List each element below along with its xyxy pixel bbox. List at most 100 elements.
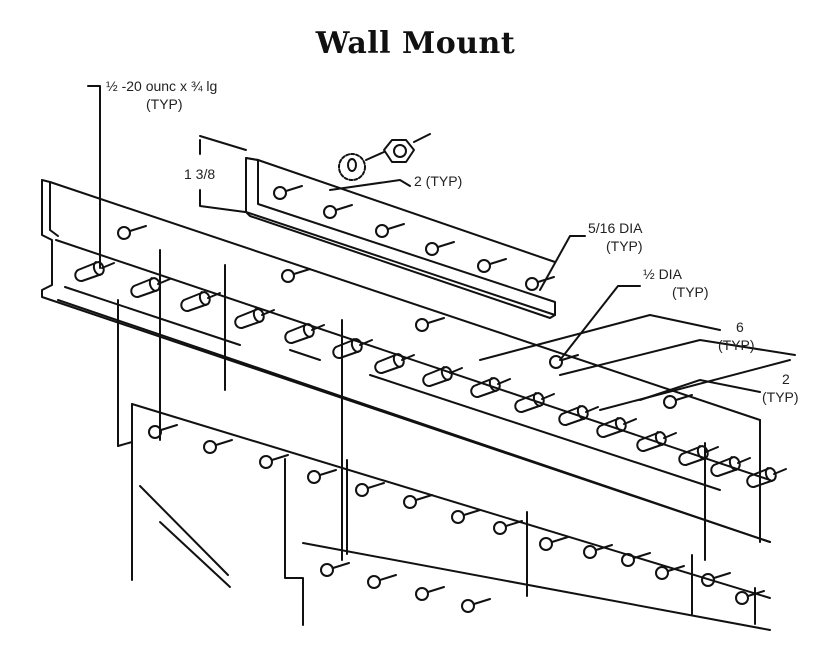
mounting-hole-icon bbox=[425, 242, 439, 256]
threaded-stud-icon bbox=[374, 353, 405, 375]
threaded-stud-icon bbox=[558, 405, 589, 427]
hole-leader-line bbox=[319, 469, 337, 476]
mounting-hole-icon bbox=[117, 226, 131, 240]
mounting-hole-icon bbox=[307, 470, 321, 484]
hole-leader-line bbox=[379, 574, 397, 581]
threaded-stud-icon bbox=[678, 445, 709, 467]
mounting-hole-icon bbox=[525, 277, 539, 291]
hole-leader-line bbox=[473, 598, 491, 605]
upper-angle-bracket bbox=[245, 157, 556, 319]
threaded-stud-icon bbox=[130, 277, 161, 299]
hole-516-label: 5/16 DIA bbox=[588, 220, 643, 236]
hole-leader-line bbox=[437, 241, 455, 248]
hole-leader-line bbox=[537, 276, 555, 283]
hole-leader-line bbox=[271, 454, 289, 461]
stud-leader-line bbox=[261, 309, 275, 316]
stud-leader-line bbox=[157, 278, 171, 285]
mounting-hole-icon bbox=[735, 591, 749, 605]
stud-leader-line bbox=[623, 418, 637, 425]
hole-leader-line bbox=[595, 544, 613, 551]
mounting-hole-icon bbox=[323, 205, 337, 219]
studs-group bbox=[74, 261, 787, 489]
hole-leader-line bbox=[293, 268, 311, 275]
hole-leader-line bbox=[387, 223, 405, 230]
threaded-stud-icon bbox=[180, 291, 211, 313]
threaded-stud-icon bbox=[74, 261, 105, 283]
hole-leader-line bbox=[285, 185, 303, 192]
stud-leader-line bbox=[359, 339, 373, 346]
threaded-stud-icon bbox=[470, 377, 501, 399]
mounting-hole-icon bbox=[493, 521, 507, 535]
stud-leader-line bbox=[705, 446, 719, 453]
hole-leader-line bbox=[505, 520, 523, 527]
spacing-6-typ-label: (TYP) bbox=[718, 337, 755, 353]
mounting-hole-icon bbox=[621, 553, 635, 567]
hole-leader-line bbox=[463, 509, 481, 516]
mounting-hole-icon bbox=[148, 425, 162, 439]
threaded-stud-icon bbox=[284, 323, 315, 345]
mounting-hole-icon bbox=[281, 269, 295, 283]
mounting-hole-icon bbox=[539, 537, 553, 551]
hole-leader-line bbox=[332, 562, 350, 569]
lock-washer-icon bbox=[338, 153, 366, 181]
hex-nut-icon bbox=[365, 133, 431, 163]
mounting-hole-icon bbox=[701, 573, 715, 587]
stud-leader-line bbox=[311, 324, 325, 331]
threaded-stud-icon bbox=[596, 417, 627, 439]
stud-leader-line bbox=[585, 406, 599, 413]
hole-leader-line bbox=[489, 258, 507, 265]
stud-leader-line bbox=[101, 262, 115, 269]
hole-leader-line bbox=[427, 317, 445, 324]
mounting-hole-icon bbox=[415, 587, 429, 601]
threaded-stud-icon bbox=[710, 456, 741, 478]
mounting-hole-icon bbox=[461, 599, 475, 613]
threaded-stud-icon bbox=[234, 308, 265, 330]
spacing-6-label: 6 bbox=[736, 319, 744, 335]
threaded-stud-icon bbox=[636, 431, 667, 453]
drawing-title: Wall Mount bbox=[315, 26, 516, 61]
hole-leader-line bbox=[129, 225, 147, 232]
hole-leader-line bbox=[367, 482, 385, 489]
spacing-2-label: 2 bbox=[782, 371, 790, 387]
hole-half-label: ½ DIA bbox=[643, 266, 683, 282]
mounting-hole-icon bbox=[259, 455, 273, 469]
hole-leader-line bbox=[160, 424, 178, 431]
hole-leader-line bbox=[675, 394, 693, 401]
bolt-spec-typ-label: (TYP) bbox=[146, 96, 183, 112]
height-dimension-label: 1 3/8 bbox=[184, 166, 215, 182]
mounting-hole-icon bbox=[355, 483, 369, 497]
mounting-hole-icon bbox=[320, 563, 334, 577]
mounting-hole-icon bbox=[273, 186, 287, 200]
mounting-hole-icon bbox=[549, 355, 563, 369]
stud-leader-line bbox=[773, 468, 787, 475]
hole-leader-line bbox=[215, 439, 233, 446]
holes-group bbox=[117, 185, 765, 613]
stud-leader-line bbox=[401, 354, 415, 361]
mounting-hole-icon bbox=[451, 510, 465, 524]
mounting-hole-icon bbox=[663, 395, 677, 409]
mounting-hole-icon bbox=[415, 318, 429, 332]
hole-leader-line bbox=[633, 552, 651, 559]
spacing-top-label: 2 (TYP) bbox=[414, 173, 462, 189]
hole-leader-line bbox=[335, 204, 353, 211]
main-rail bbox=[41, 179, 771, 543]
mounting-hole-icon bbox=[203, 440, 217, 454]
hole-half-typ-label: (TYP) bbox=[672, 284, 709, 300]
bolt-spec-label: ½ -20 ounc x ¾ lg bbox=[106, 78, 217, 94]
mounting-hole-icon bbox=[583, 545, 597, 559]
stud-leader-line bbox=[497, 378, 511, 385]
hole-leader-line bbox=[427, 586, 445, 593]
hole-516-typ-label: (TYP) bbox=[606, 238, 643, 254]
mounting-hole-icon bbox=[477, 259, 491, 273]
hole-leader-line bbox=[747, 590, 765, 597]
hole-leader-line bbox=[561, 354, 579, 361]
stud-leader-line bbox=[207, 292, 221, 299]
hole-leader-line bbox=[667, 565, 685, 572]
threaded-stud-icon bbox=[514, 392, 545, 414]
threaded-stud-icon bbox=[332, 338, 363, 360]
mounting-hole-icon bbox=[367, 575, 381, 589]
stud-leader-line bbox=[541, 393, 555, 400]
dimension-lines bbox=[87, 85, 796, 411]
threaded-stud-icon bbox=[746, 467, 777, 489]
